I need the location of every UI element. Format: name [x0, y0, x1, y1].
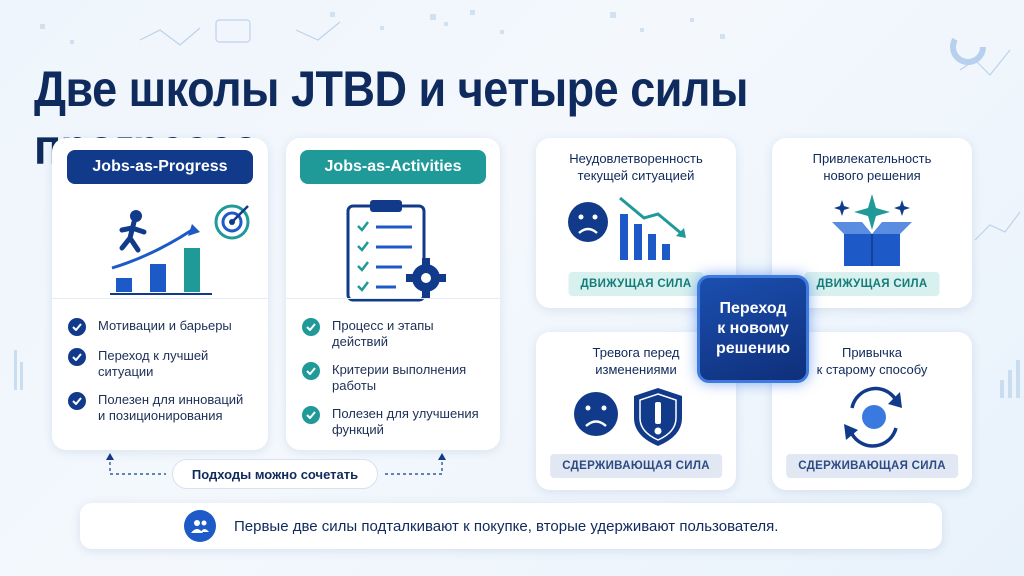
list-item: Полезен для инноваций и позиционирования — [68, 392, 258, 424]
force-badge: СДЕРЖИВАЮЩАЯ СИЛА — [550, 454, 722, 478]
combine-label: Подходы можно сочетать — [172, 459, 378, 489]
school-divider — [52, 298, 268, 299]
list-item-text: Критерии выполнения работы — [332, 362, 467, 393]
school-divider — [286, 298, 500, 299]
clipboard-checklist-gear-icon — [346, 200, 446, 302]
list-item-text: Переход к лучшей ситуации — [98, 348, 209, 379]
school-title-activities: Jobs-as-Activities — [300, 150, 486, 184]
list-item-text: Процесс и этапы действий — [332, 318, 434, 349]
force-badge: СДЕРЖИВАЮЩАЯ СИЛА — [786, 454, 958, 478]
check-icon — [68, 318, 86, 336]
combine-connector — [106, 453, 446, 475]
list-item: Полезен для улучшения функций — [302, 406, 490, 438]
force-title: Тревога перед изменениями — [592, 345, 680, 377]
school-items-progress: Мотивации и барьеры Переход к лучшей сит… — [68, 318, 258, 436]
center-transition-box: Переход к новому решению — [697, 275, 809, 383]
users-group-icon — [184, 510, 216, 542]
list-item: Процесс и этапы действий — [302, 318, 490, 350]
force-title: Привычка к старому способу — [816, 345, 928, 377]
force-badge: ДВИЖУЩАЯ СИЛА — [568, 272, 704, 296]
sad-face-declining-chart-icon — [568, 196, 686, 260]
check-icon — [68, 348, 86, 366]
force-card-attraction: Привлекательность нового решения ДВИЖУЩА… — [772, 138, 972, 308]
sad-face-shield-icon — [574, 388, 682, 446]
list-item-text: Полезен для улучшения функций — [332, 406, 479, 437]
school-title-progress: Jobs-as-Progress — [67, 150, 253, 184]
check-icon — [68, 392, 86, 410]
force-title: Неудовлетворенность текущей ситуацией — [569, 151, 703, 183]
list-item-text: Мотивации и барьеры — [98, 318, 232, 333]
footer-text: Первые две силы подталкивают к покупке, … — [234, 517, 779, 535]
running-person-chart-target-icon — [110, 204, 250, 295]
school-card-progress: Jobs-as-Progress Мотивации и барьеры Пер… — [52, 138, 268, 450]
check-icon — [302, 318, 320, 336]
list-item: Переход к лучшей ситуации — [68, 348, 258, 380]
school-card-activities: Jobs-as-Activities Процесс и этапы дейст… — [286, 138, 500, 450]
check-icon — [302, 406, 320, 424]
list-item-text: Полезен для инноваций и позиционирования — [98, 392, 244, 423]
circular-arrows-icon — [844, 386, 902, 448]
list-item: Критерии выполнения работы — [302, 362, 490, 394]
force-badge: ДВИЖУЩАЯ СИЛА — [804, 272, 940, 296]
school-items-activities: Процесс и этапы действий Критерии выполн… — [302, 318, 490, 450]
force-title: Привлекательность нового решения — [812, 151, 932, 183]
footer-note: Первые две силы подталкивают к покупке, … — [80, 503, 942, 549]
list-item: Мотивации и барьеры — [68, 318, 258, 336]
check-icon — [302, 362, 320, 380]
open-box-sparkle-icon — [832, 194, 912, 266]
